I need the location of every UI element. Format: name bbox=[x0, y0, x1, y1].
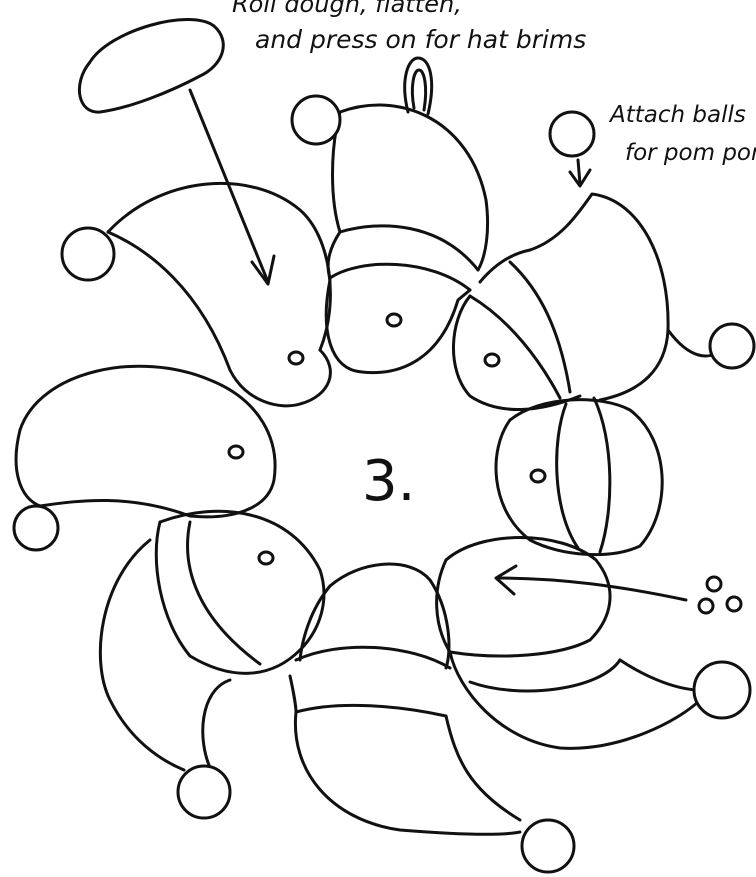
eye-dot-icon bbox=[387, 314, 401, 326]
right-note: Attach balls for pom poms bbox=[608, 102, 756, 166]
santa-left bbox=[14, 366, 275, 550]
santa-upper-right bbox=[453, 194, 754, 410]
santa-left-pom bbox=[14, 506, 58, 550]
santa-bottom bbox=[290, 564, 574, 872]
right-note-line1: Attach balls bbox=[608, 102, 746, 128]
santa-top bbox=[292, 96, 488, 373]
santa-lower-left-pom bbox=[178, 766, 230, 818]
santa-lower-right-pom bbox=[694, 662, 750, 718]
three-small-balls-icon bbox=[699, 577, 741, 613]
hanging-loop-inner bbox=[412, 70, 425, 110]
eye-dot-icon bbox=[259, 552, 273, 564]
santa-upper-left-pom bbox=[62, 228, 114, 280]
santa-lower-left bbox=[100, 511, 324, 818]
santa-top-pom bbox=[292, 96, 340, 144]
step-number: 3. bbox=[362, 449, 415, 514]
balls-arrow bbox=[496, 566, 686, 600]
eye-dot-icon bbox=[485, 354, 499, 366]
eye-dot-icon bbox=[229, 446, 243, 458]
santa-bottom-pom bbox=[522, 820, 574, 872]
pom-pom-ball-icon bbox=[550, 112, 594, 156]
santa-upper-right-pom bbox=[710, 324, 754, 368]
dough-brim-sample bbox=[79, 20, 223, 113]
top-note: Roll dough, flatten, and press on for ha… bbox=[232, 0, 586, 54]
santa-lower-right bbox=[437, 538, 750, 749]
eye-dot-icon bbox=[531, 470, 545, 482]
santa-upper-left bbox=[62, 183, 330, 405]
top-note-line2: and press on for hat brims bbox=[255, 25, 586, 54]
right-note-line2: for pom poms bbox=[625, 140, 756, 166]
brim-arrow bbox=[190, 90, 274, 284]
top-note-line1: Roll dough, flatten, bbox=[232, 0, 462, 18]
santa-right bbox=[496, 398, 662, 555]
pom-arrow bbox=[570, 160, 590, 186]
hanging-loop-icon bbox=[405, 58, 432, 114]
eye-dot-icon bbox=[289, 352, 303, 364]
